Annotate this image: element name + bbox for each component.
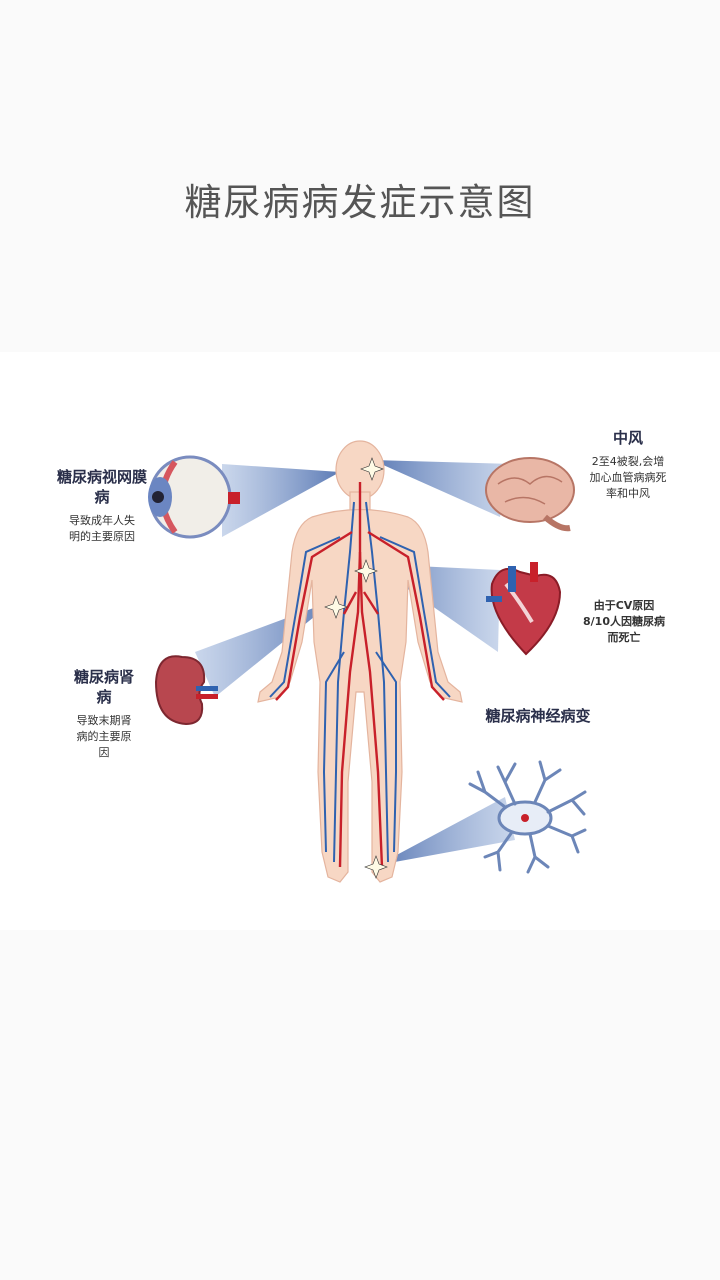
label-retinopathy-desc: 导致成年人失明的主要原因 (69, 514, 135, 543)
label-stroke-title: 中风 (612, 429, 643, 447)
veins (269, 501, 451, 863)
label-retinopathy: 糖尿病视网膜病 导致成年人失明的主要原因 (52, 467, 152, 545)
eye-icon (148, 455, 240, 539)
brain-icon (485, 457, 575, 532)
sparkle-icons (324, 457, 388, 879)
label-stroke: 中风 2至4被裂,会增加心血管病病死率和中风 (583, 428, 673, 502)
heart-icon (486, 562, 562, 656)
label-neuropathy-title: 糖尿病神经病变 (485, 707, 591, 725)
page-title: 糖尿病病发症示意图 (184, 181, 536, 224)
label-heart: 由于CV原因8/10人因糖尿病而死亡 (578, 592, 670, 646)
kidney-icon (154, 655, 218, 726)
beam-nerve (378, 797, 515, 865)
diagram-illustration (148, 440, 587, 883)
label-retinopathy-title: 糖尿病视网膜病 (56, 468, 147, 506)
label-nephropathy-desc: 导致末期肾病的主要原因 (76, 714, 132, 759)
label-nephropathy-title: 糖尿病肾病 (73, 668, 134, 706)
label-heart-desc: 由于CV原因8/10人因糖尿病而死亡 (583, 599, 665, 644)
beam-eye (222, 464, 340, 537)
beam-brain (372, 460, 512, 517)
label-neuropathy: 糖尿病神经病变 (478, 706, 598, 726)
arteries (275, 482, 445, 868)
label-stroke-desc: 2至4被裂,会增加心血管病病死率和中风 (589, 455, 667, 500)
neuron-icon (468, 760, 587, 874)
label-nephropathy: 糖尿病肾病 导致末期肾病的主要原因 (60, 667, 148, 761)
complications-diagram: 糖尿病视网膜病 导致成年人失明的主要原因 中风 2至4被裂,会增加心血管病病死率… (0, 352, 720, 930)
